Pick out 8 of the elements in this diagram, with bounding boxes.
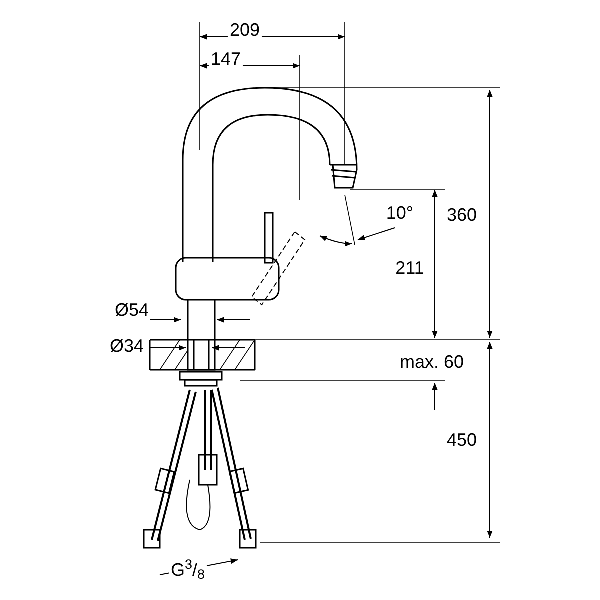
dimension-label: 450 xyxy=(444,431,480,449)
dimension-label: G$^{3}$/$_{8}$ xyxy=(168,561,208,579)
dimension-label: Ø54 xyxy=(112,301,152,319)
dimension-label: 360 xyxy=(444,206,480,224)
dimension-label: 209 xyxy=(228,21,262,39)
dimension-label: 211 xyxy=(394,259,426,277)
dimension-label: 147 xyxy=(208,50,244,68)
dimension-label: Ø34 xyxy=(108,337,146,355)
